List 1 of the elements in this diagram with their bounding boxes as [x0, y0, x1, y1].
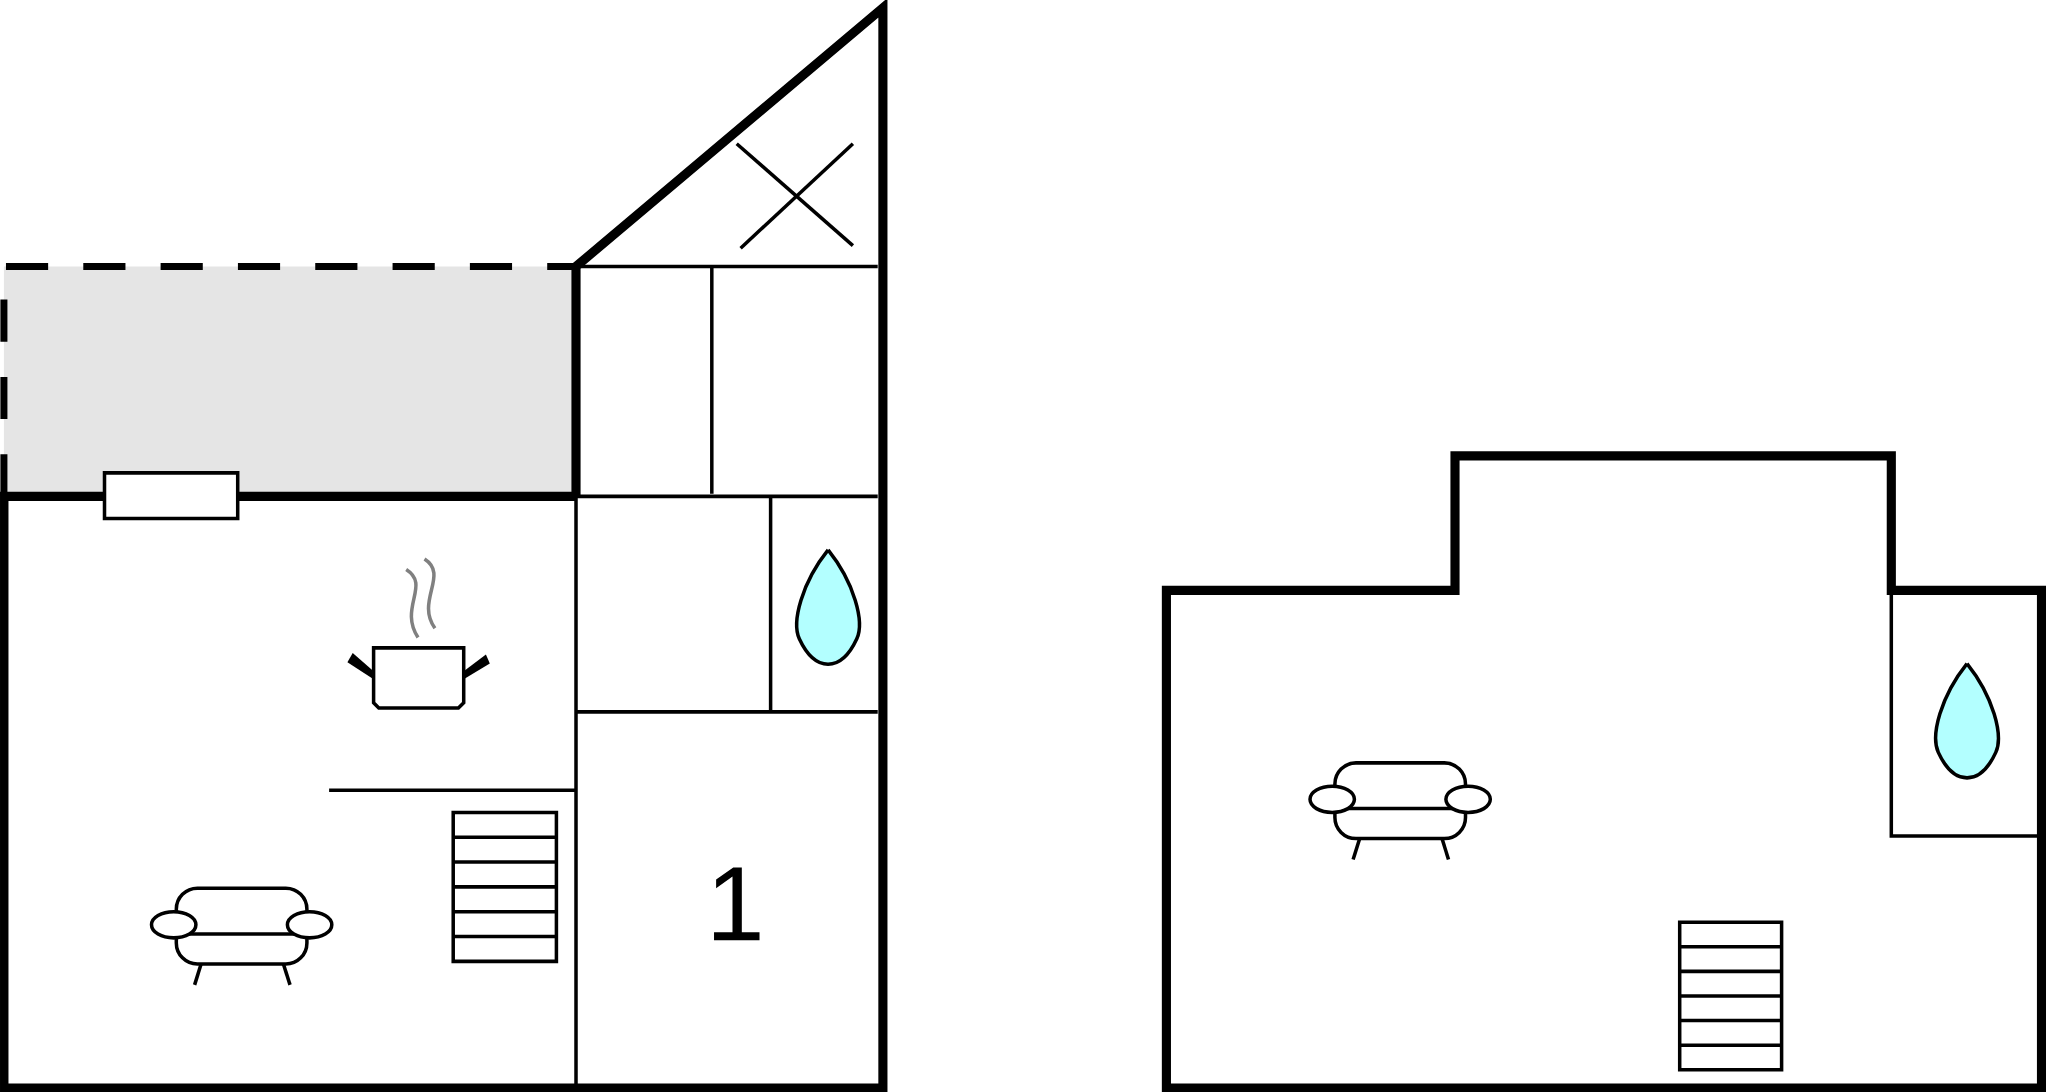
- room-number: 1: [714, 867, 760, 941]
